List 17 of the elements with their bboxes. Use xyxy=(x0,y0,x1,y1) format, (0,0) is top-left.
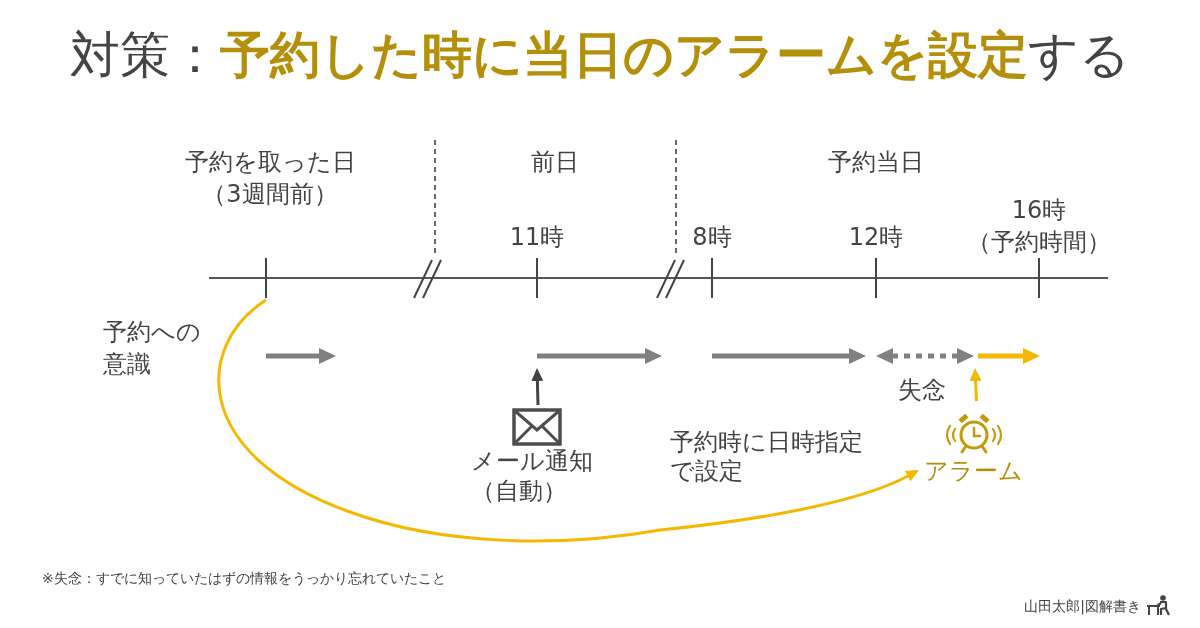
title: 対策：予約した時に当日のアラームを設定する xyxy=(70,25,1130,86)
period-label: 予約を取った日（3週間前） xyxy=(184,147,356,210)
curved-arrow xyxy=(217,298,920,543)
time-label: 12時 xyxy=(848,222,904,253)
arrow xyxy=(969,368,982,402)
icon-caption: アラーム xyxy=(924,456,1023,486)
annotation-label: 失念 xyxy=(898,375,946,406)
footnote: ※失念：すでに知っていたはずの情報をうっかり忘れていたこと xyxy=(42,569,446,588)
period-label: 予約当日 xyxy=(828,147,924,178)
icon-caption: メール通知（自動） xyxy=(471,446,593,506)
author-credit: 山田太郎|図解書き xyxy=(1024,597,1141,616)
arrow xyxy=(531,368,544,406)
time-label: 8時 xyxy=(692,222,732,253)
row-label: 予約への意識 xyxy=(103,317,202,380)
time-label: 16時（予約時間） xyxy=(967,195,1111,258)
period-label: 前日 xyxy=(531,147,579,178)
time-label: 11時 xyxy=(509,222,565,253)
